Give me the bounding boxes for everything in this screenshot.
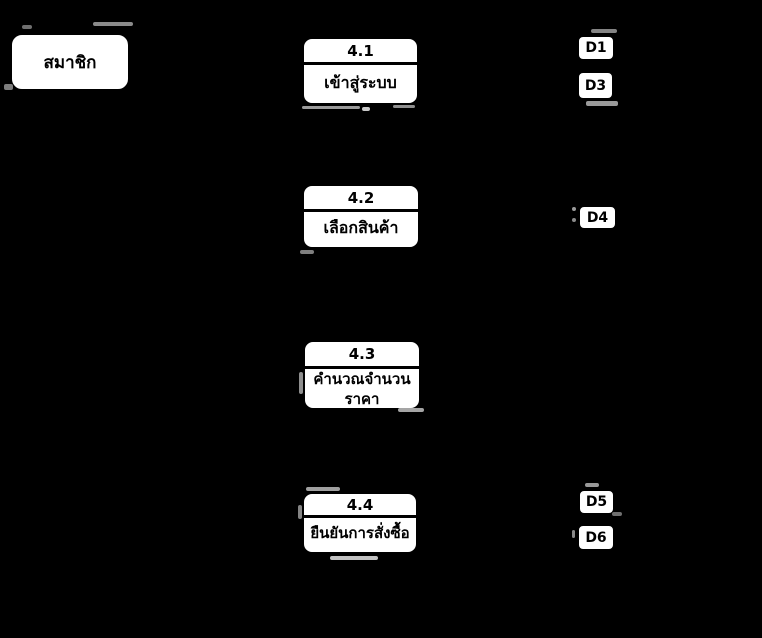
- noise-artifact: [586, 101, 618, 106]
- noise-artifact: [300, 250, 314, 254]
- data-store-d6-box: D6: [577, 524, 615, 551]
- noise-artifact: [393, 105, 415, 108]
- noise-artifact: [572, 530, 575, 538]
- process-4-2-box: 4.2 เลือกสินค้า: [302, 184, 420, 249]
- noise-artifact: [302, 106, 360, 109]
- process-4-1-label: เข้าสู่ระบบ: [324, 72, 397, 92]
- noise-artifact: [298, 505, 302, 519]
- noise-artifact: [362, 107, 370, 111]
- noise-artifact: [93, 22, 133, 26]
- noise-artifact: [22, 25, 32, 29]
- process-4-4-box: 4.4 ยืนยันการสั่งซื้อ: [302, 492, 418, 554]
- entity-member-label: สมาชิก: [43, 52, 97, 73]
- noise-artifact: [572, 218, 576, 222]
- process-4-3-label: คำนวณจำนวน ราคา: [313, 370, 411, 408]
- data-store-d3-box: D3: [577, 71, 614, 100]
- process-4-3-number: 4.3: [305, 342, 419, 369]
- noise-artifact: [306, 487, 340, 491]
- data-store-d1-label: D1: [585, 40, 607, 56]
- data-store-d5-label: D5: [585, 494, 608, 510]
- data-store-d1-box: D1: [577, 35, 615, 61]
- process-4-2-label: เลือกสินค้า: [323, 218, 399, 238]
- entity-member-box: สมาชิก: [10, 33, 130, 91]
- process-4-3-box: 4.3 คำนวณจำนวน ราคา: [303, 340, 421, 410]
- noise-artifact: [591, 29, 617, 33]
- data-store-d6-label: D6: [585, 529, 607, 546]
- process-4-4-label: ยืนยันการสั่งซื้อ: [310, 524, 410, 543]
- data-store-d4-box: D4: [578, 205, 617, 230]
- noise-artifact: [398, 408, 424, 412]
- data-store-d4-label: D4: [586, 209, 609, 226]
- process-4-1-number: 4.1: [304, 39, 417, 65]
- process-4-1-box: 4.1 เข้าสู่ระบบ: [302, 37, 419, 105]
- noise-artifact: [572, 207, 576, 211]
- noise-artifact: [330, 556, 378, 560]
- process-4-2-number: 4.2: [304, 186, 418, 212]
- data-store-d5-box: D5: [578, 489, 615, 515]
- noise-artifact: [585, 483, 599, 487]
- data-store-d3-label: D3: [584, 77, 607, 94]
- noise-artifact: [4, 84, 13, 90]
- noise-artifact: [612, 512, 622, 516]
- process-4-4-number: 4.4: [304, 494, 416, 518]
- noise-artifact: [299, 372, 303, 394]
